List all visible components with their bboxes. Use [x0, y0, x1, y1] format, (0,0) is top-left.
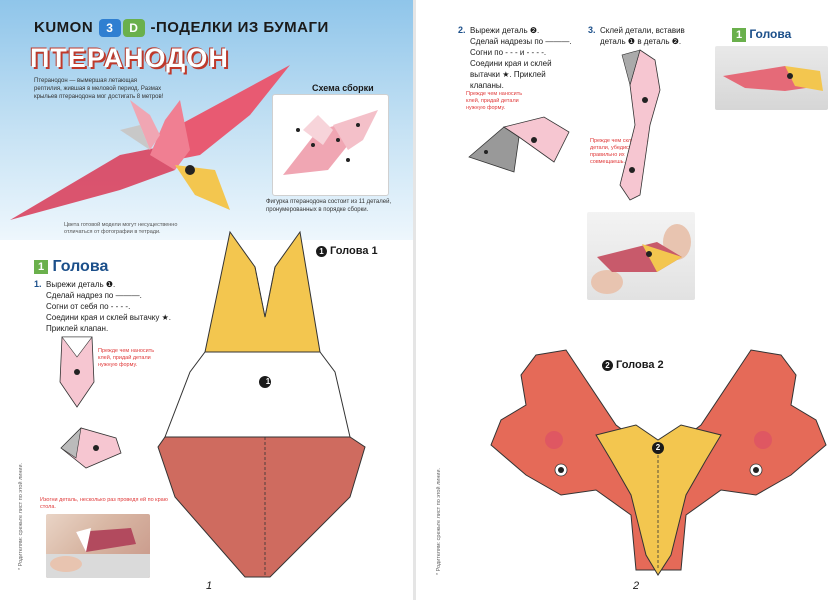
step-number: 3.: [588, 25, 596, 35]
brand-prefix: KUMON: [34, 19, 94, 36]
step-1-instructions: 1. Вырежи деталь ❶. Сделай надрез по ———…: [34, 279, 209, 334]
part-number: 1: [316, 245, 327, 257]
bend-note: Изогни деталь, несколько раз проведя ей …: [40, 497, 168, 510]
assembly-scheme: [272, 94, 389, 196]
head-1-cutout: [157, 230, 366, 578]
assembled-head-photo: [587, 212, 695, 300]
step-number: 1.: [34, 279, 42, 289]
assembled-head-illustration: [591, 224, 691, 294]
step-1-line: Сделай надрез по ———.: [46, 291, 142, 300]
intro-text: Птеранодон — вымершая летающая рептилия,…: [34, 78, 164, 100]
head-fold-diagram: [59, 336, 95, 408]
glue-note: Прежде чем наносить клей, придай детали …: [98, 348, 155, 368]
assembly-scheme-illustration: [283, 110, 378, 175]
section-number-badge: 1: [732, 27, 746, 42]
step-3-instructions: 3. Склей детали, вставив деталь ❶ в дета…: [588, 25, 698, 47]
scheme-title: Схема сборки: [312, 83, 374, 93]
step-2-line: Сделай надрезы по ———.: [470, 37, 572, 46]
step-1-line: Вырежи деталь ❶.: [46, 280, 116, 289]
section-number-badge: 1: [34, 259, 48, 274]
page-number: 1: [206, 580, 213, 592]
photo-disclaimer: Цвета готовой модели могут несущественно…: [64, 222, 178, 235]
head-2-cutout: [490, 349, 827, 576]
page-title: ПТЕРАНОДОН: [30, 43, 229, 73]
piece-number: 1: [265, 377, 271, 386]
cut-line-note: * Родителям: срежьте лист по этой линии.: [436, 467, 442, 575]
step-3-line: Склей детали, вставив: [600, 26, 685, 35]
brand-d-badge: D: [122, 19, 145, 38]
pteranodon-model-illustration: [10, 65, 290, 220]
brand-suffix: -ПОДЕЛКИ ИЗ БУМАГИ: [150, 19, 329, 36]
step-2-line: Вырежи деталь ❷.: [470, 26, 540, 35]
head-model-photo: [715, 46, 828, 110]
head-model-illustration: [723, 66, 823, 91]
scheme-caption: Фигурка птеранодона состоит из 11 детале…: [266, 199, 392, 213]
step-2-line: Согни по - - - и - - - -.: [470, 48, 547, 57]
step-number: 2.: [458, 25, 466, 35]
step-1-line: Согни от себя по - - - -.: [46, 302, 131, 311]
glue-note-3: Прежде чем склеивать детали, убедись, чт…: [590, 138, 649, 165]
bending-photo-illustration: [46, 528, 150, 578]
head-bend-diagram: [60, 427, 122, 469]
step-1-line: Приклей клапан.: [46, 324, 109, 333]
bending-photo: [46, 514, 150, 578]
right-page: 2. Вырежи деталь ❷. Сделай надрезы по ——…: [416, 0, 832, 600]
step-2-instructions: 2. Вырежи деталь ❷. Сделай надрезы по ——…: [458, 25, 573, 91]
part-name: Голова 2: [616, 359, 664, 371]
section-title: Голова: [749, 27, 792, 41]
cut-line-note: * Родителям: срежьте лист по этой линии.: [18, 462, 24, 570]
head-2-fold-diagram: [468, 116, 570, 173]
section-title: Голова: [52, 258, 109, 275]
step-1-line: Соедини края и склей вытачку ★.: [46, 313, 172, 322]
part-number: 2: [602, 359, 613, 371]
page-number: 2: [633, 580, 640, 592]
step-2-line: вытачки ★. Приклей: [470, 70, 546, 79]
step-2-line: клапаны.: [470, 81, 504, 90]
part-name: Голова 1: [330, 245, 378, 257]
page-gutter: [413, 0, 416, 600]
section-heading-head-2: 1 Голова: [732, 27, 791, 42]
step-3-line: деталь ❶ в деталь ❷.: [600, 37, 682, 46]
glue-note-2: Прежде чем наносить клей, придай детали …: [466, 91, 523, 111]
step-2-line: Соедини края и склей: [470, 59, 552, 68]
head-assembly-diagram: [619, 49, 661, 201]
brand-3-badge: 3: [98, 19, 121, 38]
piece-number: 2: [655, 443, 661, 452]
section-heading-head: 1 Голова: [34, 258, 108, 276]
